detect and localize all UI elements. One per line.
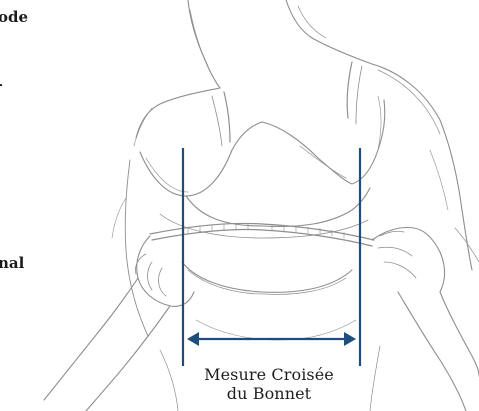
cross-cup-measurement-label: Mesure Croisée du Bonnet [167,365,371,403]
caption-line-2: du Bonnet [167,384,371,403]
caption-line-1: Mesure Croisée [167,365,371,384]
